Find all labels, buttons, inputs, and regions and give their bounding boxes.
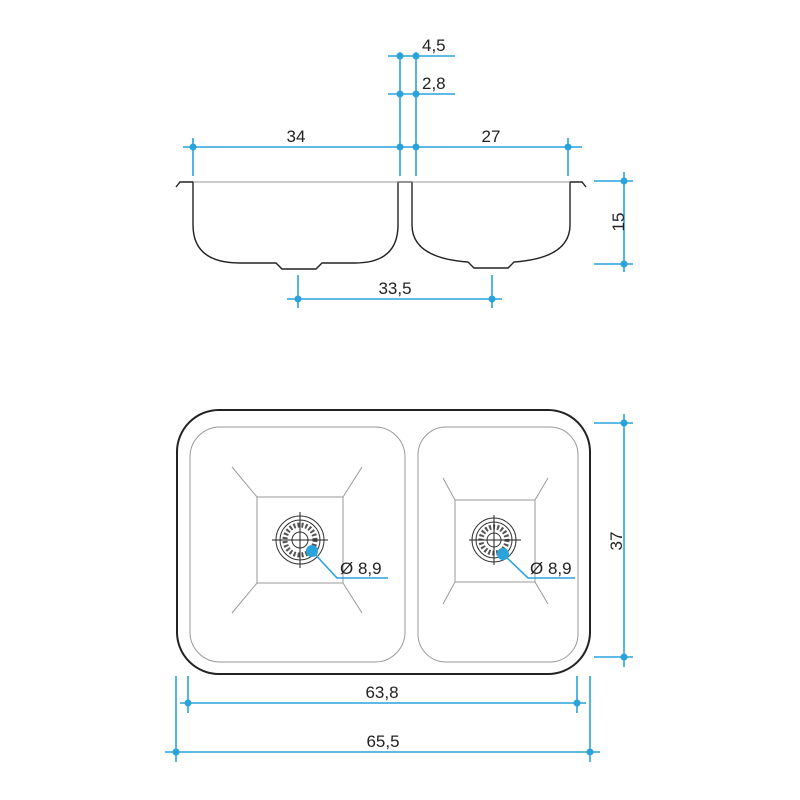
right-bowl [417, 426, 579, 663]
label-33-5: 33,5 [378, 279, 411, 298]
dimension-depth-top: 37 [594, 414, 633, 667]
label-right-drain-diameter: Ø 8,9 [530, 559, 572, 578]
side-view: 34 27 4,5 2,8 15 33,5 [175, 36, 633, 308]
dimension-bowl-widths: 34 27 [183, 52, 582, 176]
sink-profile [175, 181, 587, 270]
label-2-8: 2,8 [422, 74, 446, 93]
dimension-depth-side: 15 [594, 172, 633, 272]
dimension-inner-width: 63,8 [180, 676, 586, 713]
label-34: 34 [287, 127, 306, 146]
label-left-drain-diameter: Ø 8,9 [340, 559, 382, 578]
dimension-drain-spacing: 33,5 [287, 275, 502, 308]
dimension-divider: 4,5 2,8 [388, 36, 455, 98]
left-drain: Ø 8,9 [231, 466, 388, 614]
sink-outer-rim [176, 409, 591, 675]
left-bowl [189, 426, 406, 663]
label-63-8: 63,8 [365, 683, 398, 702]
label-15: 15 [609, 213, 628, 232]
label-65-5: 65,5 [366, 732, 399, 751]
label-37: 37 [607, 532, 626, 551]
right-drain: Ø 8,9 [442, 477, 575, 605]
label-27: 27 [482, 127, 501, 146]
top-view: Ø 8,9 Ø 8,9 37 63 [165, 409, 633, 762]
dimension-outer-width: 65,5 [165, 676, 600, 762]
label-4-5: 4,5 [422, 36, 446, 55]
